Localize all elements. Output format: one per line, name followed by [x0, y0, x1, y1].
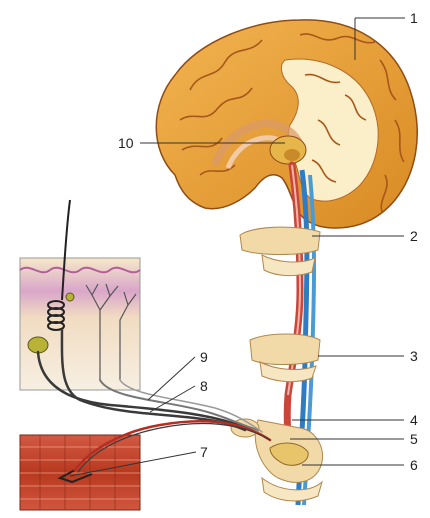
label-1: 1 — [410, 11, 418, 25]
brain-illustration — [156, 20, 417, 228]
red-tract — [287, 165, 300, 455]
label-4: 4 — [410, 413, 418, 427]
muscle-section-illustration — [20, 435, 140, 510]
label-5: 5 — [410, 432, 418, 446]
label-8: 8 — [200, 379, 208, 393]
vertebra-lower — [231, 419, 322, 501]
label-7: 7 — [200, 445, 208, 459]
corpuscle-icon — [28, 337, 48, 353]
vertebra-upper — [240, 227, 320, 276]
label-2: 2 — [410, 229, 418, 243]
label-9: 9 — [200, 350, 208, 364]
label-6: 6 — [410, 458, 418, 472]
skin-section-illustration — [20, 200, 140, 390]
label-10: 10 — [118, 136, 134, 150]
label-3: 3 — [410, 349, 418, 363]
brain-outline — [156, 20, 417, 228]
vertebra-middle — [250, 334, 320, 382]
